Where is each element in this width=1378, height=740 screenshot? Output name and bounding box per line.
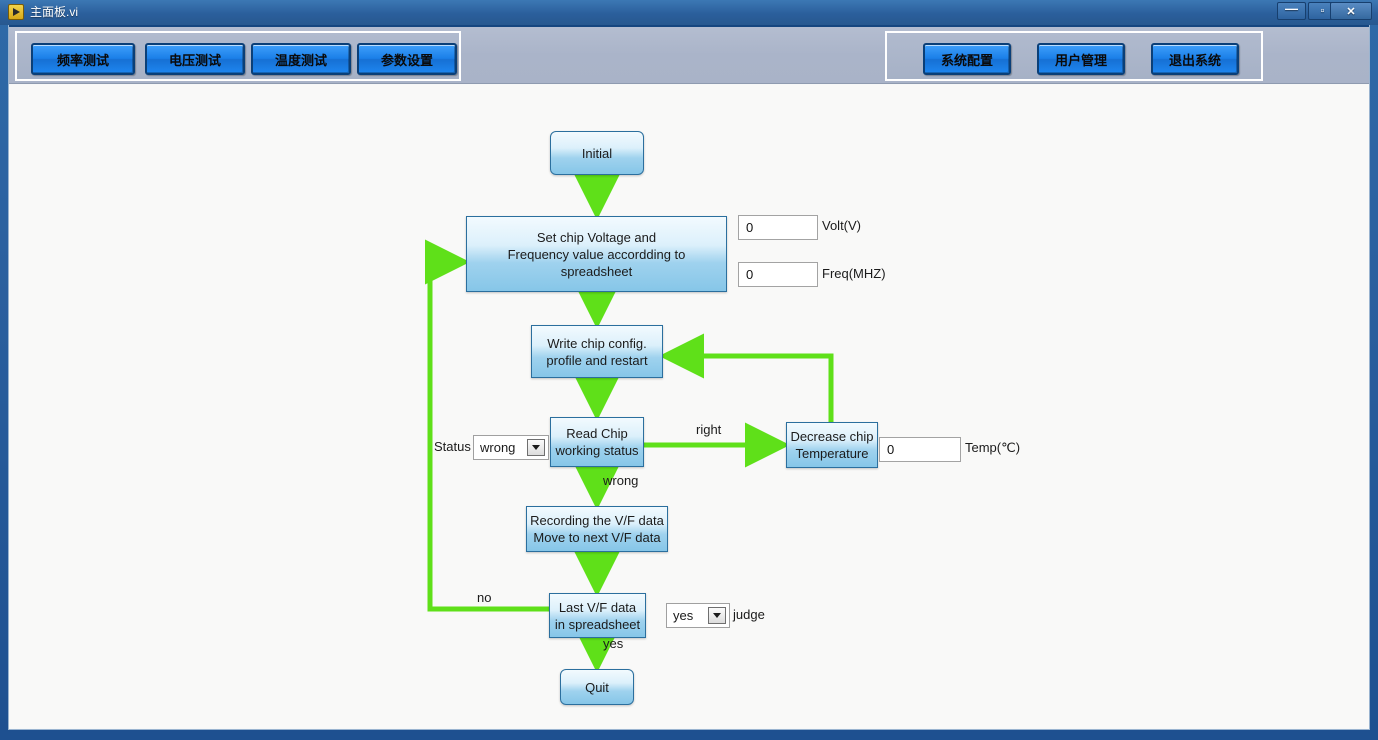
node-quit-label: Quit (585, 679, 609, 695)
parameter-settings-button[interactable]: 参数设置 (357, 43, 457, 75)
user-management-button[interactable]: 用户管理 (1037, 43, 1125, 75)
voltage-test-button[interactable]: 电压测试 (145, 43, 245, 75)
toolbar-left-group: 频率测试 电压测试 温度测试 参数设置 (15, 31, 461, 81)
node-decrease-line1: Decrease chip (790, 429, 874, 444)
client-area: 频率测试 电压测试 温度测试 参数设置 系统配置 用户管理 退出系统 (8, 25, 1370, 730)
toolbar-right-group: 系统配置 用户管理 退出系统 (885, 31, 1263, 81)
window-title: 主面板.vi (30, 5, 79, 19)
node-initial[interactable]: Initial (550, 131, 644, 175)
flowchart-connectors (425, 175, 834, 673)
flowchart-canvas: Initial Set chip Voltage and Frequency v… (9, 85, 1369, 728)
minimize-button[interactable]: — (1277, 1, 1306, 20)
judge-label: judge (733, 607, 765, 622)
edge-label-right: right (696, 422, 722, 437)
node-recording-vf-data[interactable]: Recording the V/F data Move to next V/F … (526, 506, 668, 552)
close-button[interactable]: ✕ (1330, 2, 1372, 20)
node-last-vf-data[interactable]: Last V/F data in spreadsheet (549, 593, 646, 638)
node-read-line1: Read Chip (566, 426, 628, 441)
node-write-chip-config[interactable]: Write chip config. profile and restart (531, 325, 663, 378)
frequency-test-button[interactable]: 频率测试 (31, 43, 135, 75)
freq-input[interactable]: 0 (738, 262, 818, 287)
node-set-chip-line1: Set chip Voltage and (536, 229, 657, 245)
node-read-chip-status[interactable]: Read Chip working status (550, 417, 644, 467)
node-set-chip-line3: spreadsheet (560, 263, 633, 279)
edge-label-wrong: wrong (603, 473, 639, 488)
node-recording-line2: Move to next V/F data (533, 530, 661, 545)
temperature-test-button[interactable]: 温度测试 (251, 43, 351, 75)
status-label: Status (434, 439, 471, 454)
node-decrease-line2: Temperature (795, 446, 869, 461)
labview-icon (8, 4, 24, 20)
node-recording-line1: Recording the V/F data (530, 513, 664, 528)
temp-label: Temp(℃) (965, 440, 1021, 455)
volt-label: Volt(V) (822, 218, 862, 233)
exit-system-button[interactable]: 退出系统 (1151, 43, 1239, 75)
edge-label-yes: yes (603, 636, 624, 651)
edge-label-no: no (477, 590, 492, 605)
node-last-line1: Last V/F data (558, 599, 637, 615)
node-set-chip-voltage-frequency[interactable]: Set chip Voltage and Frequency value acc… (466, 216, 727, 292)
node-read-line2: working status (555, 443, 639, 458)
judge-dropdown[interactable]: yes (666, 603, 730, 628)
judge-dropdown-value: yes (673, 608, 694, 623)
node-set-chip-line2: Frequency value accordding to (507, 246, 686, 262)
status-dropdown-value: wrong (480, 440, 516, 455)
status-dropdown[interactable]: wrong (473, 435, 549, 460)
maximize-icon: ▫ (1320, 5, 1325, 17)
close-icon: ✕ (1346, 5, 1356, 18)
node-quit[interactable]: Quit (560, 669, 634, 705)
node-last-line2: in spreadsheet (554, 616, 641, 632)
node-initial-label: Initial (581, 145, 613, 161)
minimize-icon: — (1285, 1, 1298, 16)
freq-label: Freq(MHZ) (822, 266, 886, 281)
chevron-down-icon[interactable] (527, 439, 545, 456)
title-bar: 主面板.vi — ▫ ✕ (0, 0, 1378, 25)
volt-input[interactable]: 0 (738, 215, 818, 240)
node-write-line1: Write chip config. (547, 335, 647, 351)
node-write-line2: profile and restart (546, 352, 648, 368)
node-decrease-chip-temperature[interactable]: Decrease chip Temperature (786, 422, 878, 468)
temp-input[interactable]: 0 (879, 437, 961, 462)
system-config-button[interactable]: 系统配置 (923, 43, 1011, 75)
toolbar: 频率测试 电压测试 温度测试 参数设置 系统配置 用户管理 退出系统 (9, 25, 1369, 84)
chevron-down-icon[interactable] (708, 607, 726, 624)
